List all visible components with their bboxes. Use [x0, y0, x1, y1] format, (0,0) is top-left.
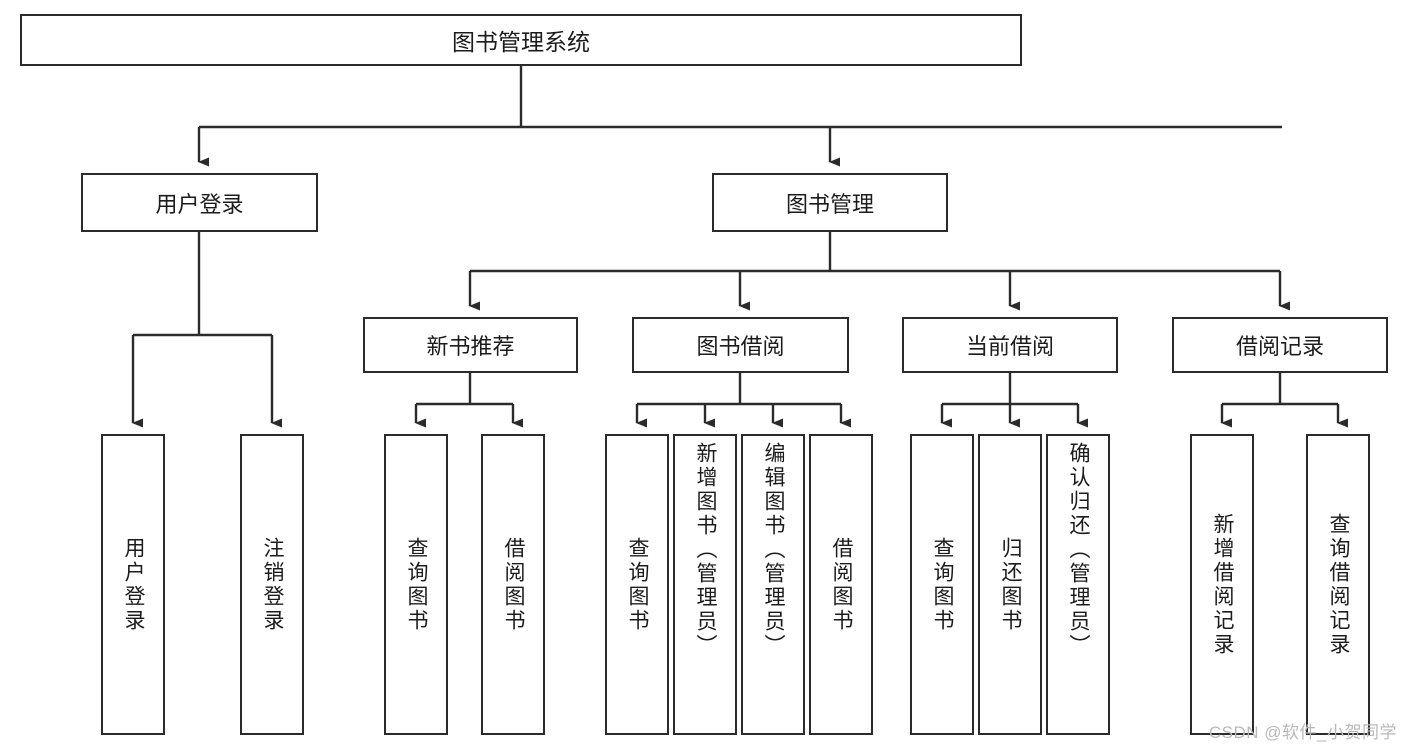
node-borrow-record[interactable]: 借阅记录 — [1172, 317, 1388, 373]
leaf-recommend-borrow-book[interactable]: 借阅图书 — [481, 434, 545, 735]
node-book-borrow[interactable]: 图书借阅 — [632, 317, 849, 373]
leaf-recommend-query-book[interactable]: 查询图书 — [384, 434, 448, 735]
leaf-user-login-logout[interactable]: 注销登录 — [240, 434, 304, 735]
leaf-borrow-borrow-book[interactable]: 借阅图书 — [809, 434, 873, 735]
node-user-login[interactable]: 用户登录 — [81, 173, 318, 232]
node-current-borrow[interactable]: 当前借阅 — [902, 317, 1118, 373]
leaf-current-return-book[interactable]: 归还图书 — [978, 434, 1042, 735]
leaf-record-add-record[interactable]: 新增借阅记录 — [1190, 434, 1254, 735]
leaf-current-confirm-return-admin[interactable]: 确认归还（管理员） — [1046, 434, 1110, 735]
leaf-borrow-query-book[interactable]: 查询图书 — [605, 434, 669, 735]
node-new-book-recommend[interactable]: 新书推荐 — [363, 317, 578, 373]
leaf-borrow-edit-book-admin[interactable]: 编辑图书（管理员） — [741, 434, 805, 735]
node-book-management[interactable]: 图书管理 — [712, 173, 948, 232]
leaf-record-query-record[interactable]: 查询借阅记录 — [1306, 434, 1370, 735]
leaf-user-login-login[interactable]: 用户登录 — [101, 434, 165, 735]
leaf-current-query-book[interactable]: 查询图书 — [910, 434, 974, 735]
watermark: CSDN @软件_小贺同学 — [1208, 723, 1397, 742]
node-root-system[interactable]: 图书管理系统 — [20, 14, 1022, 66]
leaf-borrow-add-book-admin[interactable]: 新增图书（管理员） — [673, 434, 737, 735]
